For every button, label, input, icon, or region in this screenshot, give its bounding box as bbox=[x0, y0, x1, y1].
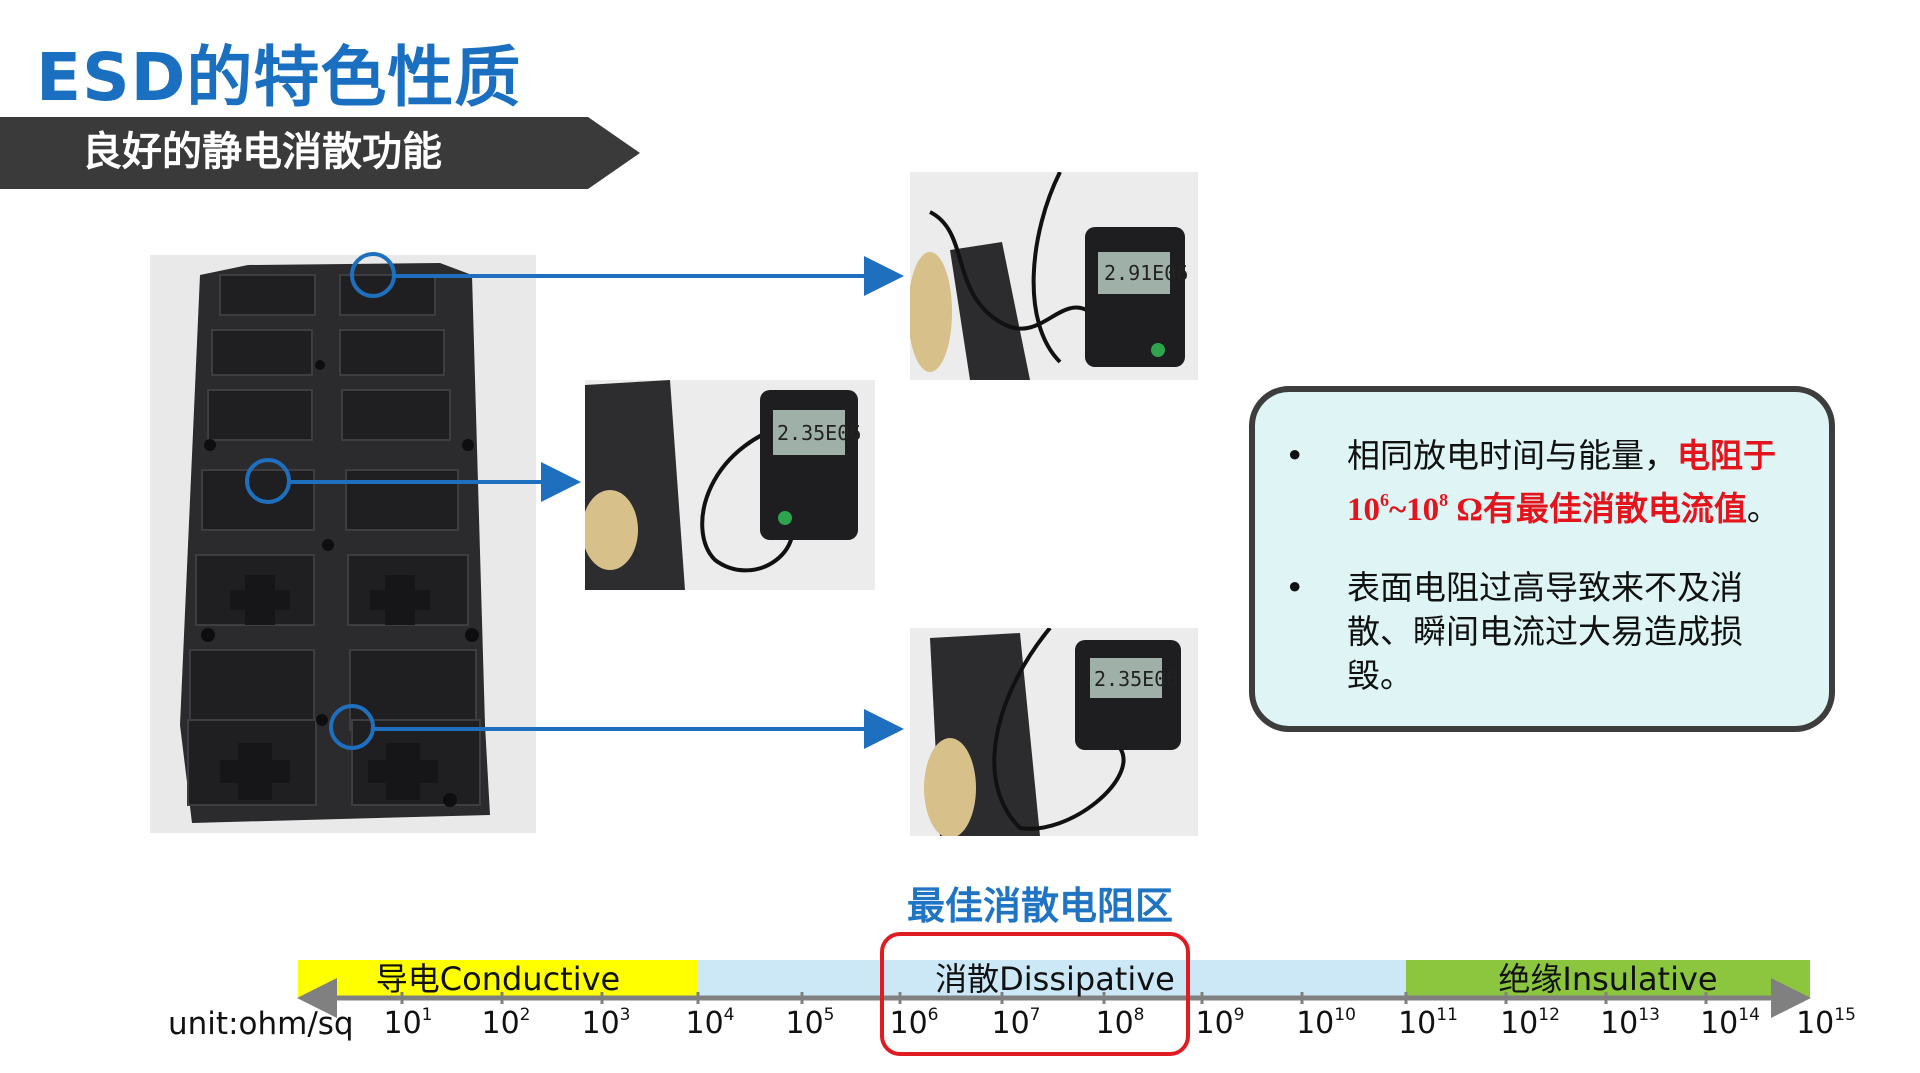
tick-label: 104 bbox=[685, 1005, 735, 1041]
pointer-top bbox=[350, 252, 904, 298]
tick-label: 1015 bbox=[1796, 1005, 1856, 1041]
page-subtitle: 良好的静电消散功能 bbox=[82, 129, 442, 175]
bullet-2-line-3: 毁。 bbox=[1347, 656, 1413, 695]
bullet-1-red-tail: 有最佳消散电流值 bbox=[1482, 489, 1747, 528]
page-title: ESD的特色性质 bbox=[36, 39, 522, 116]
tick-label: 105 bbox=[785, 1005, 835, 1041]
tick-label: 108 bbox=[1095, 1005, 1145, 1041]
tray-photo bbox=[150, 255, 536, 833]
bullet-1-red-text: 电阻于 bbox=[1677, 436, 1776, 475]
meter-reading: 2.35E06 bbox=[1094, 667, 1178, 691]
subtitle-banner bbox=[0, 117, 640, 189]
insulative-label: 绝缘Insulative bbox=[1498, 960, 1718, 998]
tick-label: 1014 bbox=[1700, 1005, 1760, 1041]
tick-label: 101 bbox=[383, 1005, 433, 1041]
tick-label: 1011 bbox=[1398, 1005, 1458, 1041]
pointer-bottom bbox=[329, 704, 904, 750]
optimal-zone-title: 最佳消散电阻区 bbox=[906, 884, 1173, 928]
bullet-dot: • bbox=[1285, 436, 1305, 475]
bullet-2-line-1: 表面电阻过高导致来不及消 bbox=[1347, 568, 1743, 607]
meter-photo-top: 2.91E06 bbox=[910, 172, 1198, 380]
tick-label: 1012 bbox=[1500, 1005, 1560, 1041]
tick-label: 1010 bbox=[1296, 1005, 1356, 1041]
conductive-label: 导电Conductive bbox=[375, 960, 621, 998]
unit-label: unit:ohm/sq bbox=[168, 1006, 354, 1042]
tick-label: 103 bbox=[581, 1005, 631, 1041]
dissipative-label: 消散Dissipative bbox=[935, 960, 1175, 998]
bullet-dot: • bbox=[1285, 568, 1305, 607]
meter-photo-middle: 2.35E06 bbox=[585, 380, 875, 590]
tick-label: 1013 bbox=[1600, 1005, 1660, 1041]
tick-label: 106 bbox=[889, 1005, 939, 1041]
optimal-zone-highlight bbox=[880, 932, 1190, 1056]
bullet-2-line-2: 散、瞬间电流过大易造成损 bbox=[1347, 612, 1743, 651]
callout-box: • 相同放电时间与能量，电阻于 106~108 Ω有最佳消散电流值。 • 表面电… bbox=[1249, 386, 1835, 732]
tick-label: 109 bbox=[1195, 1005, 1245, 1041]
meter-photo-bottom: 2.35E06 bbox=[910, 628, 1198, 836]
meter-reading: 2.35E06 bbox=[777, 421, 861, 445]
bullet-1-end: 。 bbox=[1746, 489, 1780, 528]
resistance-range: 106~108 Ω bbox=[1347, 490, 1483, 528]
bullet-1-text: 相同放电时间与能量， bbox=[1347, 436, 1677, 475]
meter-reading: 2.91E06 bbox=[1104, 261, 1188, 285]
scale-tick-marks bbox=[400, 992, 1708, 1004]
pointer-middle bbox=[245, 458, 581, 504]
tick-label: 107 bbox=[991, 1005, 1041, 1041]
tick-label: 102 bbox=[481, 1005, 531, 1041]
